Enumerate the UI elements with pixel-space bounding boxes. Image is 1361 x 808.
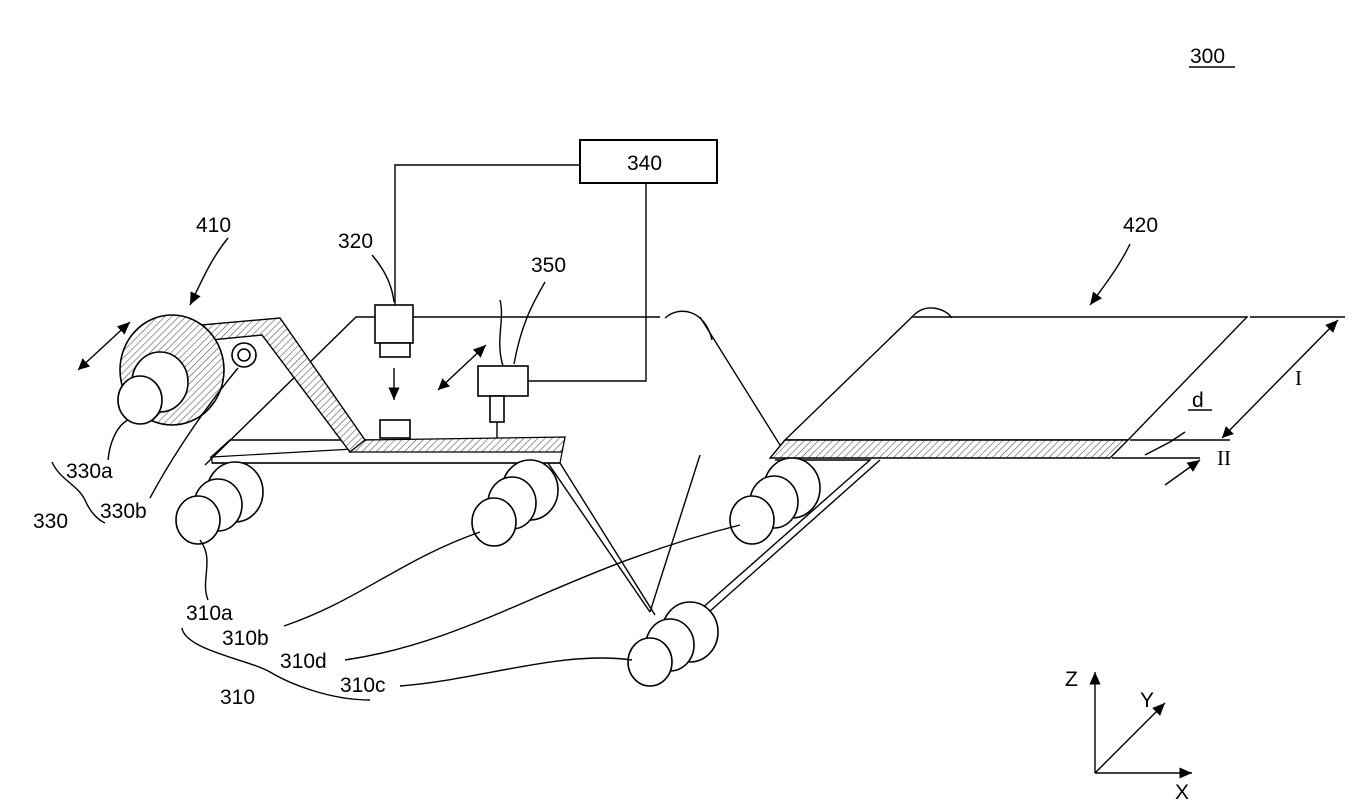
film-on-stage [350,437,565,452]
belt-up-link [650,455,700,612]
label-310a: 310a [186,602,233,625]
label-330b: 330b [100,500,147,523]
roller-310a-shaft [176,496,220,544]
roller-310a [176,462,263,544]
inspection-target [380,420,410,438]
cutter-cable [500,300,503,366]
label-350: 350 [531,254,566,277]
label-420-leader [1090,244,1130,305]
dim-I-line [1222,320,1338,438]
roller-310b [472,460,558,546]
camera-body [375,305,413,343]
dim-d-line [1145,442,1170,455]
label-330: 330 [33,510,68,533]
cutter-head [478,366,528,396]
dim-II-line [1165,460,1200,485]
axis-z-label: Z [1065,668,1078,691]
belt-down-2 [560,463,655,615]
controller-label: 340 [627,152,662,175]
leader-310b [284,532,480,626]
supply-roll-330a-shaft [118,376,162,424]
leader-310a [200,540,208,600]
axis-y-label: Y [1140,689,1154,712]
label-310b: 310b [222,627,269,650]
axis-x-label: X [1175,781,1189,803]
leader-330a [108,420,128,460]
controller-to-camera-wire [395,165,580,305]
roller-310c-shaft [628,638,672,686]
guide-roller-330b-core [238,349,250,361]
label-410-leader [190,238,228,305]
figure-number-group: 300 [1189,45,1235,68]
label-310: 310 [220,686,255,709]
roller-310d-shaft [730,496,774,544]
label-310c: 310c [340,674,386,697]
output-sheet [785,317,1247,440]
roller-310c [628,602,718,686]
label-330a: 330a [66,460,113,483]
leader-310c [400,658,632,686]
label-350-leader [514,282,545,364]
label-320-leader [372,255,394,302]
output-laminate-edge [770,440,1128,458]
figure-number: 300 [1190,45,1225,68]
axis-y [1095,703,1165,773]
output-section-420: 420 [700,214,1247,620]
camera-320: 320 [338,230,413,438]
label-dim-II: II [1217,446,1231,470]
label-dim-I: I [1295,366,1302,390]
roller-310b-shaft [472,498,516,546]
label-420: 420 [1123,214,1158,237]
belt-down-1 [548,463,650,612]
cutter-350: 350 [438,254,566,438]
belt-transition-upper [700,317,780,445]
roller-310d [730,458,820,544]
cutter-shaft [490,396,504,422]
label-410: 410 [196,214,231,237]
label-310d: 310d [280,650,327,673]
coordinate-axes: Z X Y [1065,668,1192,803]
label-dim-d: d [1192,389,1204,412]
label-320: 320 [338,230,373,253]
controller-to-cutter-wire [528,183,646,381]
camera-lens [380,343,410,357]
